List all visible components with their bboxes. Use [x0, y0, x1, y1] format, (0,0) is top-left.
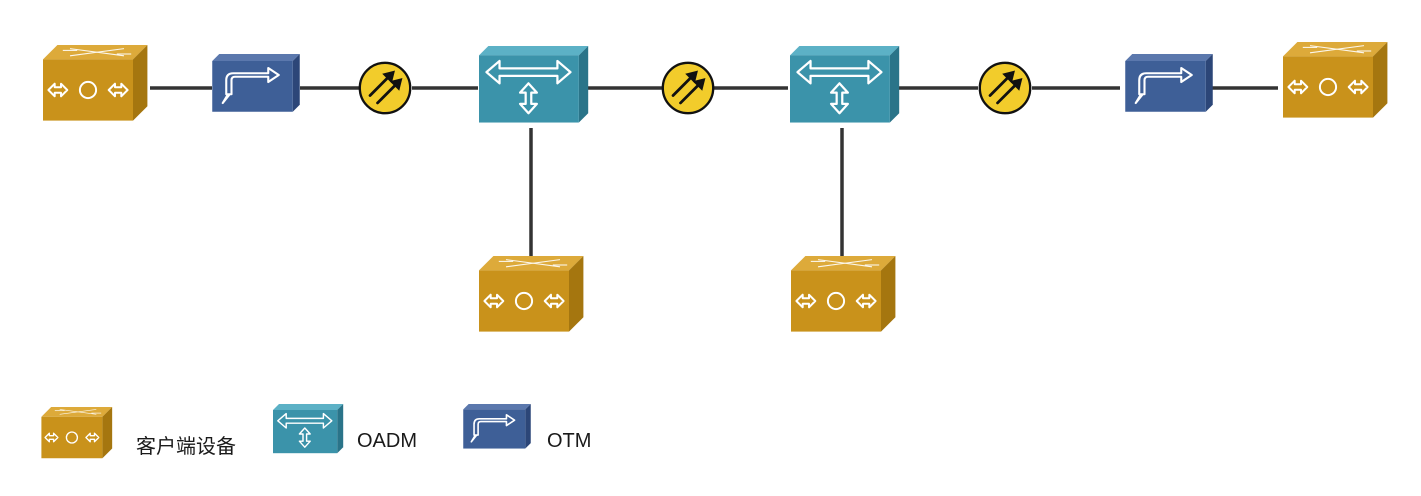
legend-client-label: 客户端设备	[136, 436, 236, 458]
oadm-icon	[788, 44, 901, 124]
otm-icon	[211, 52, 301, 113]
client-device-icon	[41, 43, 149, 122]
legend-otm-icon	[462, 403, 532, 450]
client-device-icon	[1281, 40, 1389, 119]
optical-amplifier-icon	[661, 61, 715, 115]
oadm-icon	[477, 44, 590, 124]
optical-amplifier-icon	[358, 61, 412, 115]
legend-oadm-label: OADM	[357, 430, 417, 452]
otm-icon	[1124, 52, 1214, 113]
legend-client-icon	[40, 406, 113, 459]
client-device-icon	[789, 254, 897, 333]
legend-oadm-icon	[272, 403, 344, 454]
legend-otm-label: OTM	[547, 430, 592, 452]
optical-amplifier-icon	[978, 61, 1032, 115]
client-device-icon	[477, 254, 585, 333]
